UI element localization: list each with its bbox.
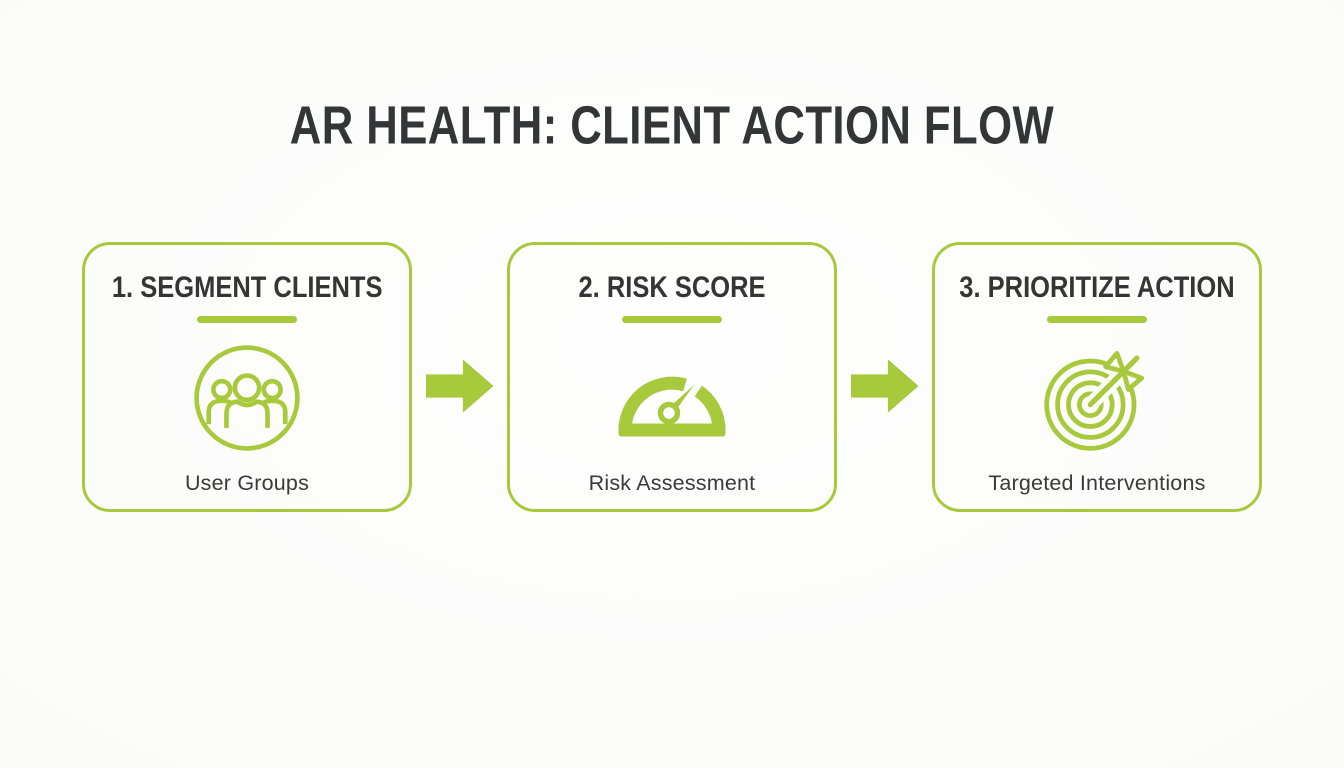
arrow-right-icon — [425, 359, 494, 413]
step-caption: Risk Assessment — [588, 471, 756, 495]
title-underline — [622, 316, 722, 323]
step-caption: Targeted Interventions — [988, 471, 1206, 495]
gauge-icon — [610, 339, 734, 457]
step-title: 3. PRIORITIZE ACTION — [959, 271, 1235, 304]
step-title: 2. RISK SCORE — [578, 271, 766, 304]
flow-diagram: 1. SEGMENT CLIENTS User Groups 2. RISK — [82, 242, 1262, 512]
step-caption: User Groups — [184, 471, 310, 495]
step-card-prioritize-action: 3. PRIORITIZE ACTION Targeted Interventi… — [932, 242, 1262, 512]
step-card-segment-clients: 1. SEGMENT CLIENTS User Groups — [82, 242, 412, 512]
step-title: 1. SEGMENT CLIENTS — [111, 271, 383, 304]
title-area: AR HEALTH: CLIENT ACTION FLOW — [0, 96, 1344, 156]
connector — [412, 242, 507, 512]
title-underline — [197, 316, 297, 323]
target-icon — [1040, 339, 1154, 457]
step-card-risk-score: 2. RISK SCORE Risk Assessment — [507, 242, 837, 512]
title-underline — [1047, 316, 1147, 323]
user-groups-icon — [191, 339, 303, 457]
connector — [837, 242, 932, 512]
arrow-right-icon — [850, 359, 919, 413]
page-title: AR HEALTH: CLIENT ACTION FLOW — [289, 95, 1055, 157]
